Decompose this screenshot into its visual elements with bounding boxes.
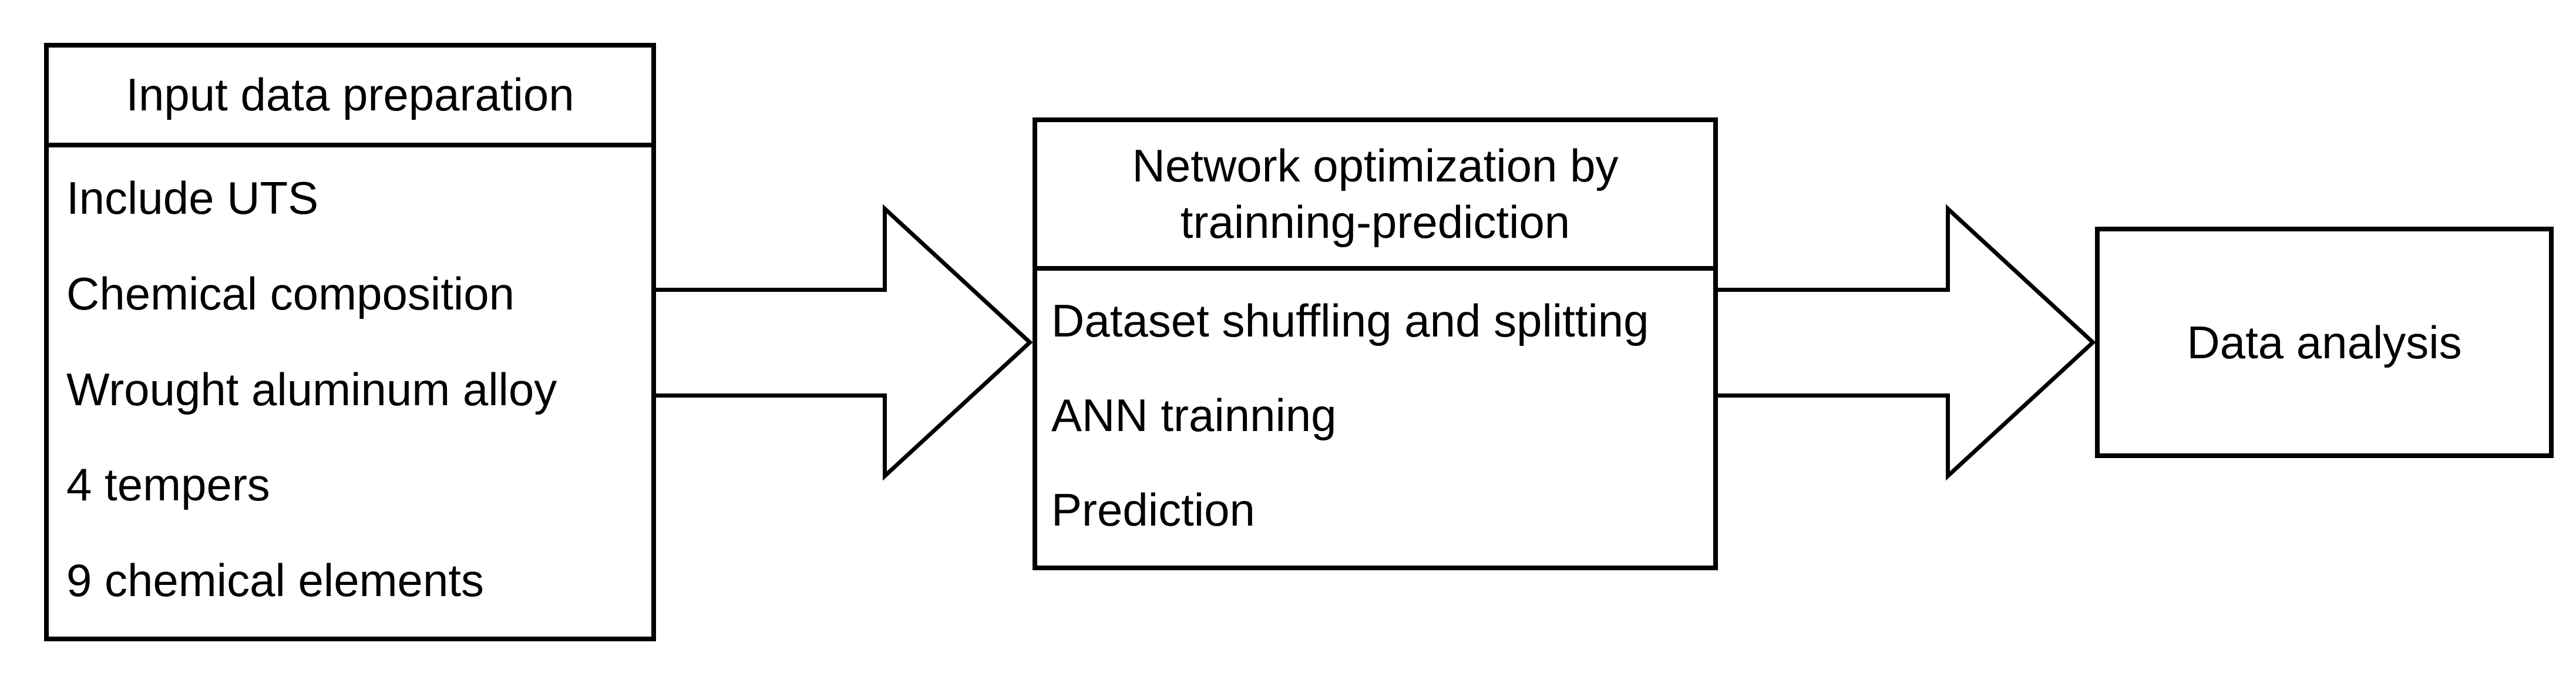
list-item: Wrought aluminum alloy — [66, 363, 557, 415]
box-data-analysis-title: Data analysis — [2187, 316, 2462, 368]
list-item: Include UTS — [66, 172, 319, 224]
list-item: 9 chemical elements — [66, 554, 484, 606]
box-network-body: Dataset shuffling and splitting ANN trai… — [1037, 271, 1713, 566]
flow-arrow-network-to-analysis — [1718, 204, 2096, 481]
flow-arrow-input-to-network — [656, 204, 1033, 481]
list-item: Prediction — [1051, 483, 1255, 536]
list-item: Chemical composition — [66, 268, 514, 320]
box-input-title: Input data preparation — [126, 69, 574, 121]
list-item: Dataset shuffling and splitting — [1051, 295, 1649, 347]
list-item: ANN trainning — [1051, 389, 1337, 442]
block-arrow-right-icon — [656, 204, 1033, 481]
box-network-optimization: Network optimization by trainning-predic… — [1033, 117, 1718, 570]
block-arrow-right-icon — [1718, 204, 2096, 481]
box-network-header: Network optimization by trainning-predic… — [1037, 122, 1713, 271]
box-network-title: Network optimization by trainning-predic… — [1132, 140, 1619, 248]
box-input-header: Input data preparation — [49, 48, 651, 147]
list-item: 4 tempers — [66, 459, 270, 511]
box-input-data-preparation: Input data preparation Include UTS Chemi… — [44, 43, 656, 641]
box-input-body: Include UTS Chemical composition Wrought… — [49, 147, 651, 637]
box-data-analysis: Data analysis — [2095, 227, 2554, 458]
